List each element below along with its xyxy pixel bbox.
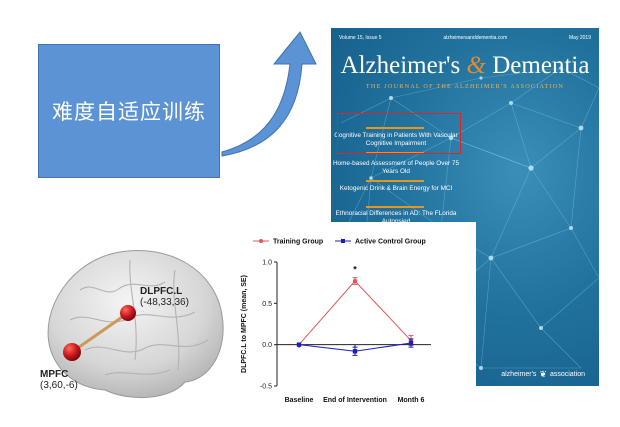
y-tick-label: -0.5 xyxy=(260,384,272,391)
journal-title: Alzheimer's & Dementia xyxy=(331,52,599,80)
network-pattern xyxy=(340,66,599,370)
cover-article-3: Ketogenic Drink & Brain Energy for MCI xyxy=(339,185,453,192)
callout-box: 难度自适应训练 xyxy=(38,44,220,178)
dlpfc-coords: (-48,33,36) xyxy=(140,297,189,308)
dlpfc-name: DLPFC.L xyxy=(140,286,183,297)
y-tick-label: 0.0 xyxy=(262,342,272,349)
significance-annotation: * xyxy=(353,265,357,275)
y-axis-label: DLPFC.L to MPFC (mean, SE) xyxy=(241,275,248,373)
article-divider xyxy=(366,127,424,129)
data-point-1 xyxy=(352,349,358,354)
connection-edge xyxy=(71,311,129,354)
article-divider xyxy=(366,180,424,182)
brain-render xyxy=(47,250,224,399)
mpfc-name: MPFC xyxy=(40,369,69,380)
legend-marker-1 xyxy=(341,239,345,243)
article-divider xyxy=(366,206,424,208)
article-highlight-box xyxy=(337,113,461,154)
x-tick-label: Baseline xyxy=(285,397,314,404)
journal-title-part1: Alzheimer's xyxy=(340,52,461,79)
data-point-1 xyxy=(408,340,414,346)
data-point-0 xyxy=(352,278,358,284)
journal-title-ampersand: & xyxy=(466,52,486,79)
series-line-0 xyxy=(298,280,412,345)
journal-subtitle: THE JOURNAL OF THE ALZHEIMER'S ASSOCIATI… xyxy=(365,83,565,90)
cover-article-1: Cognitive Training in Patients With Vasc… xyxy=(334,132,458,147)
dlpfc-node xyxy=(120,305,136,321)
callout-text: 难度自适应训练 xyxy=(52,100,206,124)
x-tick-label: End of Intervention xyxy=(323,397,387,404)
mpfc-node xyxy=(63,343,81,361)
issue-info: Volume 15, Issue 5 xyxy=(339,35,382,41)
association-logo-icon: ❦ xyxy=(539,369,547,379)
journal-website: alzheimersanddementia.com xyxy=(443,35,508,41)
journal-title-part2: Dementia xyxy=(492,52,590,79)
cover-footer: alzheimer's ❦ association xyxy=(501,369,585,380)
cover-article-4: Ethnoracial Differences in AD: The FLori… xyxy=(335,210,457,225)
mpfc-label: MPFC (3,60,-6) xyxy=(40,369,78,391)
legend-label-0: Training Group xyxy=(273,239,323,246)
footer-brand-end: association xyxy=(549,371,585,378)
brain-figure: MPFC (3,60,-6) DLPFC.L (-48,33,36) xyxy=(10,230,240,420)
footer-brand-start: alzheimer's xyxy=(501,371,537,378)
mpfc-coords: (3,60,-6) xyxy=(40,380,78,391)
legend-marker-0 xyxy=(259,239,263,243)
dlpfc-label: DLPFC.L (-48,33,36) xyxy=(140,286,189,308)
legend-label-1: Active Control Group xyxy=(355,239,426,246)
data-point-1 xyxy=(296,342,302,347)
y-tick-label: 1.0 xyxy=(262,260,272,267)
cover-article-2: Home-based Assessment of People Over 75 … xyxy=(332,160,460,175)
cover-header-strip: Volume 15, Issue 5 alzheimersanddementia… xyxy=(339,35,591,41)
issue-date: May 2019 xyxy=(569,35,591,41)
y-tick-label: 0.5 xyxy=(262,301,272,308)
curved-arrow-icon xyxy=(221,31,317,157)
x-tick-label: Month 6 xyxy=(398,397,425,404)
